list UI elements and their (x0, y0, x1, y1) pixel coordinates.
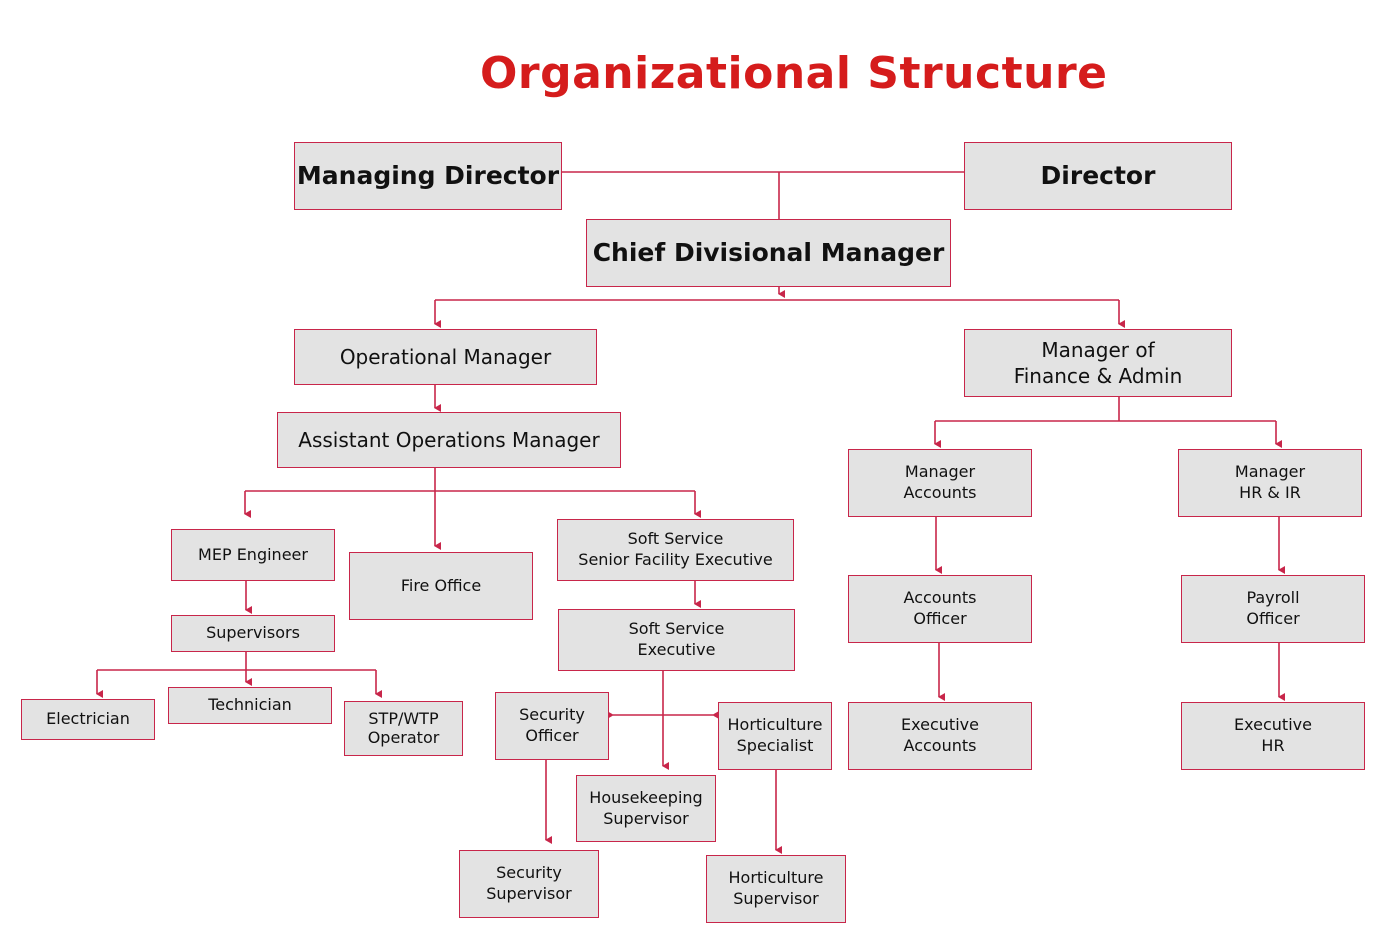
node-payroll-officer: Payroll Officer (1181, 575, 1365, 643)
node-horticulture-specialist: Horticulture Specialist (718, 702, 832, 770)
node-technician: Technician (168, 687, 332, 724)
node-stp-wtp-operator: STP/WTP Operator (344, 701, 463, 756)
node-fire-office: Fire Office (349, 552, 533, 620)
node-assistant-operations-manager: Assistant Operations Manager (277, 412, 621, 468)
node-mep-engineer: MEP Engineer (171, 529, 335, 581)
node-security-officer: Security Officer (495, 692, 609, 760)
node-manager-accounts: Manager Accounts (848, 449, 1032, 517)
page-title: Organizational Structure (480, 48, 1108, 99)
node-supervisors: Supervisors (171, 615, 335, 652)
node-horticulture-supervisor: Horticulture Supervisor (706, 855, 846, 923)
node-housekeeping-supervisor: Housekeeping Supervisor (576, 775, 716, 842)
node-executive-accounts: Executive Accounts (848, 702, 1032, 770)
node-manager-finance-admin: Manager of Finance & Admin (964, 329, 1232, 397)
node-soft-service-executive: Soft Service Executive (558, 609, 795, 671)
node-chief-divisional-manager: Chief Divisional Manager (586, 219, 951, 287)
node-accounts-officer: Accounts Officer (848, 575, 1032, 643)
node-executive-hr: Executive HR (1181, 702, 1365, 770)
node-manager-hr-ir: Manager HR & IR (1178, 449, 1362, 517)
node-director: Director (964, 142, 1232, 210)
node-security-supervisor: Security Supervisor (459, 850, 599, 918)
node-electrician: Electrician (21, 699, 155, 740)
node-soft-service-senior-facility-executive: Soft Service Senior Facility Executive (557, 519, 794, 581)
node-managing-director: Managing Director (294, 142, 562, 210)
node-operational-manager: Operational Manager (294, 329, 597, 385)
